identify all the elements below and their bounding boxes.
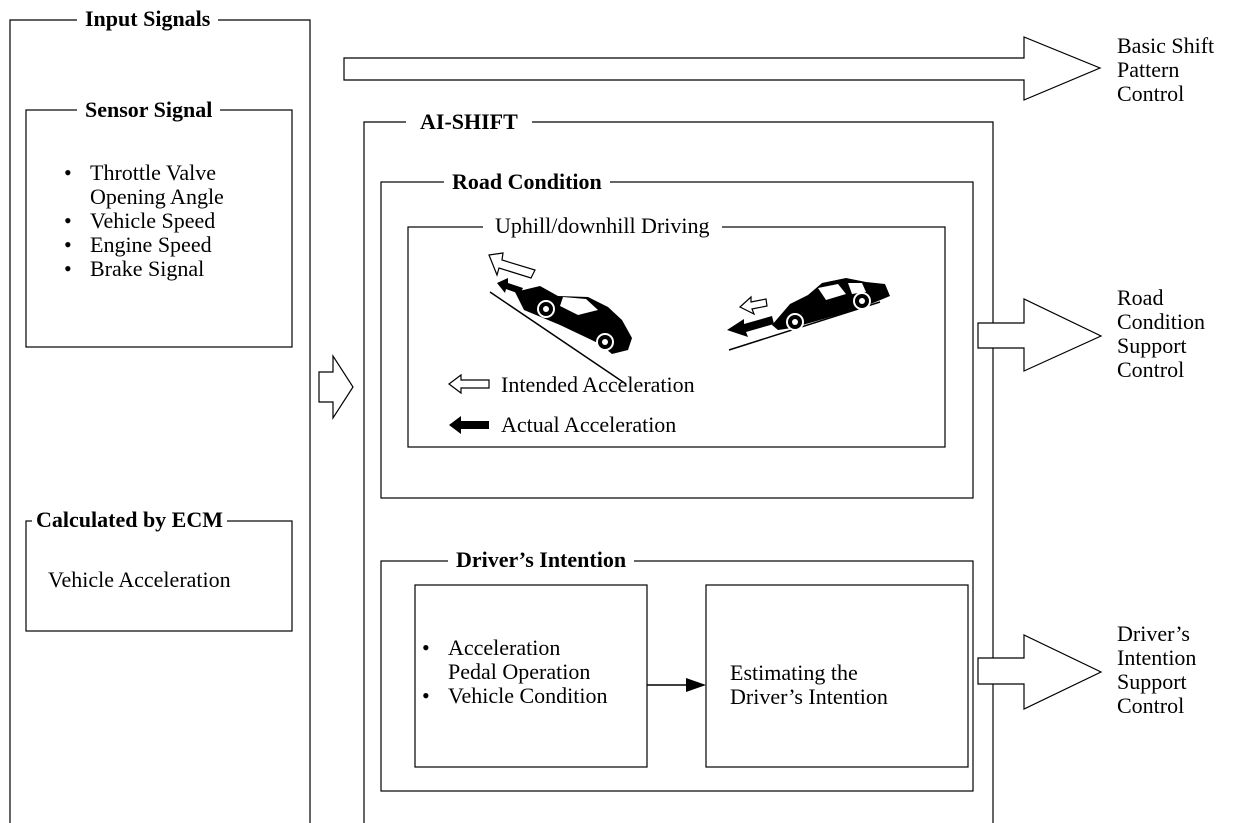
flow-arrow — [647, 678, 706, 692]
ai-shift-frame — [363, 121, 994, 823]
ai-shift-title: AI-SHIFT — [406, 110, 532, 134]
uphill-downhill-title: Uphill/downhill Driving — [483, 214, 722, 238]
into-ai-shift-arrow — [318, 353, 354, 421]
estimating-intention-label: Estimating the Driver’s Intention — [730, 660, 888, 709]
sensor-signal-title: Sensor Signal — [77, 98, 221, 122]
drivers-intention-title: Driver’s Intention — [448, 548, 635, 572]
downhill-car-illustration — [488, 252, 632, 385]
estimating-frame — [705, 584, 969, 768]
drivers-intention-output-label: Driver’s Intention Support Control — [1117, 621, 1197, 718]
list-item: Brake Signal — [60, 257, 224, 282]
legend-actual-label: Actual Acceleration — [501, 412, 677, 437]
calculated-by-ecm-title: Calculated by ECM — [32, 508, 227, 532]
legend-intended-arrow-icon — [448, 373, 490, 395]
basic-shift-arrow — [343, 36, 1102, 101]
drivers-intention-arrow — [977, 634, 1103, 710]
uphill-car-illustration — [727, 278, 890, 351]
drivers-intention-inputs-list: Acceleration Pedal Operation Vehicle Con… — [418, 636, 607, 709]
vehicle-acceleration-label: Vehicle Acceleration — [48, 567, 231, 592]
legend-actual-arrow-icon — [449, 416, 489, 434]
uphill-downhill-frame — [407, 226, 946, 448]
sensor-signal-list: Throttle Valve Opening Angle Vehicle Spe… — [60, 161, 224, 282]
list-item: Vehicle Speed — [60, 209, 224, 234]
road-condition-title: Road Condition — [444, 170, 610, 194]
drivers-intention-frame — [380, 560, 974, 792]
road-condition-output-label: Road Condition Support Control — [1117, 285, 1206, 382]
basic-shift-output-label: Basic Shift Pattern Control — [1117, 33, 1215, 106]
list-item: Vehicle Condition — [418, 684, 607, 709]
list-item: Throttle Valve Opening Angle — [60, 161, 224, 209]
list-item: Engine Speed — [60, 233, 224, 258]
inputs-frame — [414, 584, 648, 768]
input-signals-frame — [9, 19, 311, 823]
list-item: Acceleration Pedal Operation — [418, 636, 607, 684]
road-condition-frame — [380, 181, 974, 499]
legend-intended-label: Intended Acceleration — [501, 372, 695, 397]
road-condition-arrow — [977, 298, 1103, 372]
input-signals-title: Input Signals — [77, 7, 219, 31]
